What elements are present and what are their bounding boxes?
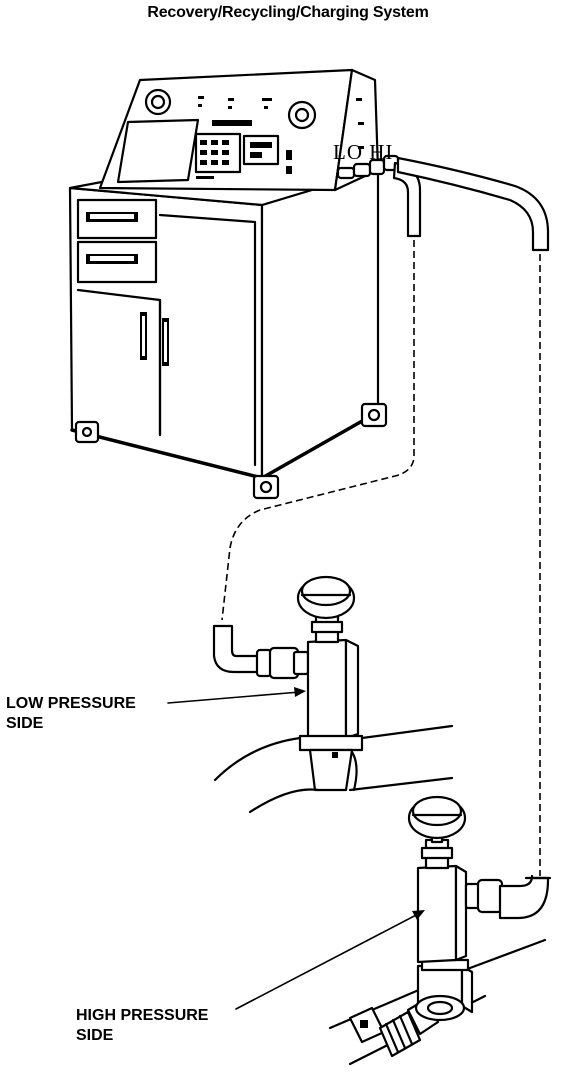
- lo-hi-label: LO HI: [333, 140, 394, 164]
- recovery-machine: [68, 68, 388, 500]
- high-pressure-label-line1: HIGH PRESSURE: [76, 1007, 209, 1024]
- low-pressure-side-label: LOW PRESSURE SIDE: [6, 694, 136, 734]
- diagram-title: Recovery/Recycling/Charging System: [147, 4, 429, 21]
- low-side-service-valve: [212, 575, 364, 792]
- wheel-front-left: [74, 420, 100, 444]
- low-pressure-label-line1: LOW PRESSURE: [6, 695, 136, 712]
- console-left-gauge: [144, 88, 172, 116]
- low-pressure-label-line2: SIDE: [6, 715, 44, 732]
- low-side-hose-route: [221, 240, 415, 621]
- console-right-gauge: [287, 100, 317, 130]
- console-display: [116, 118, 200, 184]
- high-pressure-label-line2: SIDE: [76, 1027, 114, 1044]
- wheel-rear-right: [360, 402, 388, 428]
- high-pressure-side-label: HIGH PRESSURE SIDE: [76, 1006, 208, 1046]
- wheel-front-right: [252, 474, 280, 500]
- high-side-service-valve: [328, 795, 552, 1066]
- console-readout: [242, 134, 280, 166]
- high-side-hose-end: [396, 156, 550, 252]
